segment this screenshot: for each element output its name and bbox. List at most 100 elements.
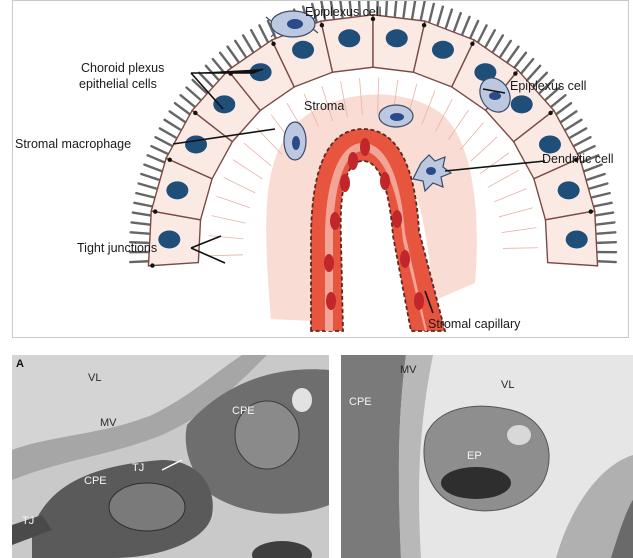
cell-nucleus bbox=[185, 135, 207, 153]
micrograph-panel-a: A VL MV CPE TJ CPE TJ bbox=[12, 355, 329, 558]
stroma-fiber bbox=[216, 196, 249, 208]
stromal-macrophage-label: Stromal macrophage bbox=[15, 137, 131, 152]
microvillus bbox=[508, 47, 519, 62]
red-blood-cell bbox=[414, 292, 424, 310]
tight-junction bbox=[548, 111, 552, 115]
panel-a-cpe-lower-label: CPE bbox=[84, 475, 107, 487]
cell-nucleus bbox=[386, 29, 408, 47]
microvillus bbox=[228, 47, 239, 62]
tight-junction bbox=[150, 263, 154, 267]
microvillus bbox=[148, 155, 165, 162]
microvillus bbox=[521, 59, 533, 73]
microvillus bbox=[139, 183, 156, 188]
cell-nucleus bbox=[558, 181, 580, 199]
microvillus bbox=[181, 95, 195, 107]
stromal-macrophage-cell bbox=[284, 122, 306, 160]
microvillus bbox=[136, 193, 154, 197]
stroma-fiber bbox=[233, 160, 263, 179]
stroma-label: Stroma bbox=[304, 99, 344, 114]
microvillus bbox=[438, 7, 443, 25]
stroma-fiber bbox=[471, 137, 497, 161]
microvillus bbox=[141, 174, 158, 180]
microvillus bbox=[501, 41, 511, 57]
tight-junction bbox=[271, 42, 275, 46]
panel-b-mv-label: MV bbox=[400, 364, 417, 376]
microvillus bbox=[412, 1, 415, 18]
tight-junction bbox=[168, 158, 172, 162]
choroid-plexus-diagram: Epiplexus cell Epiplexus cell Choroid pl… bbox=[12, 0, 629, 338]
dendritic-cell-label: Dendritic cell bbox=[542, 152, 614, 167]
microvillus bbox=[404, 1, 406, 17]
micrograph-b-image bbox=[341, 355, 633, 558]
microvillus bbox=[486, 30, 495, 46]
microvillus bbox=[160, 128, 176, 137]
microvillus bbox=[551, 95, 565, 107]
microvillus bbox=[594, 203, 612, 207]
microvillus bbox=[556, 103, 571, 114]
choroid-plexus-label-line1: Choroid plexus bbox=[81, 61, 164, 76]
microvillus bbox=[151, 146, 167, 154]
epiplexus-cell-top-label: Epiplexus cell bbox=[305, 5, 381, 20]
microvillus bbox=[515, 53, 526, 68]
stroma-fiber bbox=[499, 208, 533, 217]
panel-a-mv-label: MV bbox=[100, 417, 117, 429]
stroma-fiber bbox=[480, 153, 509, 174]
micrograph-panel-b: MV VL CPE EP bbox=[341, 355, 633, 558]
microvillus bbox=[470, 21, 478, 38]
cell-nucleus bbox=[338, 29, 360, 47]
microvillus bbox=[131, 232, 149, 233]
red-blood-cell bbox=[400, 250, 410, 268]
microvillus bbox=[454, 13, 461, 31]
cell-nucleus bbox=[432, 41, 454, 59]
red-blood-cell bbox=[330, 212, 340, 230]
stroma-fiber bbox=[503, 248, 538, 249]
cell-nucleus bbox=[213, 95, 235, 113]
stroma-fiber bbox=[211, 216, 245, 224]
microvillus bbox=[574, 137, 590, 145]
stroma-fiber bbox=[494, 189, 527, 202]
micrograph-a-image bbox=[12, 355, 329, 558]
stroma-fiber bbox=[460, 122, 483, 149]
microvillus bbox=[528, 66, 540, 80]
microvillus bbox=[598, 242, 616, 243]
diagram-canvas bbox=[13, 1, 630, 339]
red-blood-cell bbox=[380, 172, 390, 190]
microvillus bbox=[213, 59, 225, 73]
red-blood-cell bbox=[360, 138, 370, 156]
cell-nucleus bbox=[158, 230, 180, 248]
stroma-fiber bbox=[208, 255, 243, 256]
microvillus bbox=[597, 222, 615, 224]
microvillus bbox=[144, 165, 161, 171]
stroma-fiber bbox=[224, 177, 256, 193]
microvillus bbox=[132, 222, 150, 224]
panel-a-cpe-upper-label: CPE bbox=[232, 405, 255, 417]
microvillus bbox=[561, 111, 576, 121]
microvillus bbox=[156, 137, 172, 145]
microvillus bbox=[598, 261, 616, 262]
microvillus bbox=[590, 183, 607, 188]
red-blood-cell bbox=[340, 174, 350, 192]
microvillus bbox=[134, 203, 152, 207]
microvillus bbox=[130, 261, 148, 262]
panel-a-letter: A bbox=[16, 358, 24, 370]
choroid-plexus-label-line2: epithelial cells bbox=[79, 77, 157, 92]
microvillus bbox=[462, 17, 469, 34]
microvillus bbox=[493, 35, 503, 51]
microvillus bbox=[597, 232, 615, 233]
cell-nucleus bbox=[539, 135, 561, 153]
stromal-cell bbox=[379, 105, 413, 127]
red-blood-cell bbox=[348, 152, 358, 170]
red-blood-cell bbox=[324, 254, 334, 272]
microvillus bbox=[395, 1, 397, 16]
microvillus bbox=[592, 193, 610, 197]
microvillus bbox=[588, 174, 605, 180]
cell-nucleus bbox=[166, 181, 188, 199]
tight-junctions-label: Tight junctions bbox=[77, 241, 157, 256]
microvillus bbox=[175, 103, 190, 114]
microvillus bbox=[446, 10, 452, 28]
stroma-fiber bbox=[502, 228, 537, 233]
panel-b-vl-label: VL bbox=[501, 379, 514, 391]
microvillus bbox=[259, 25, 267, 42]
tight-junction bbox=[513, 71, 517, 75]
microvillus bbox=[566, 120, 581, 130]
